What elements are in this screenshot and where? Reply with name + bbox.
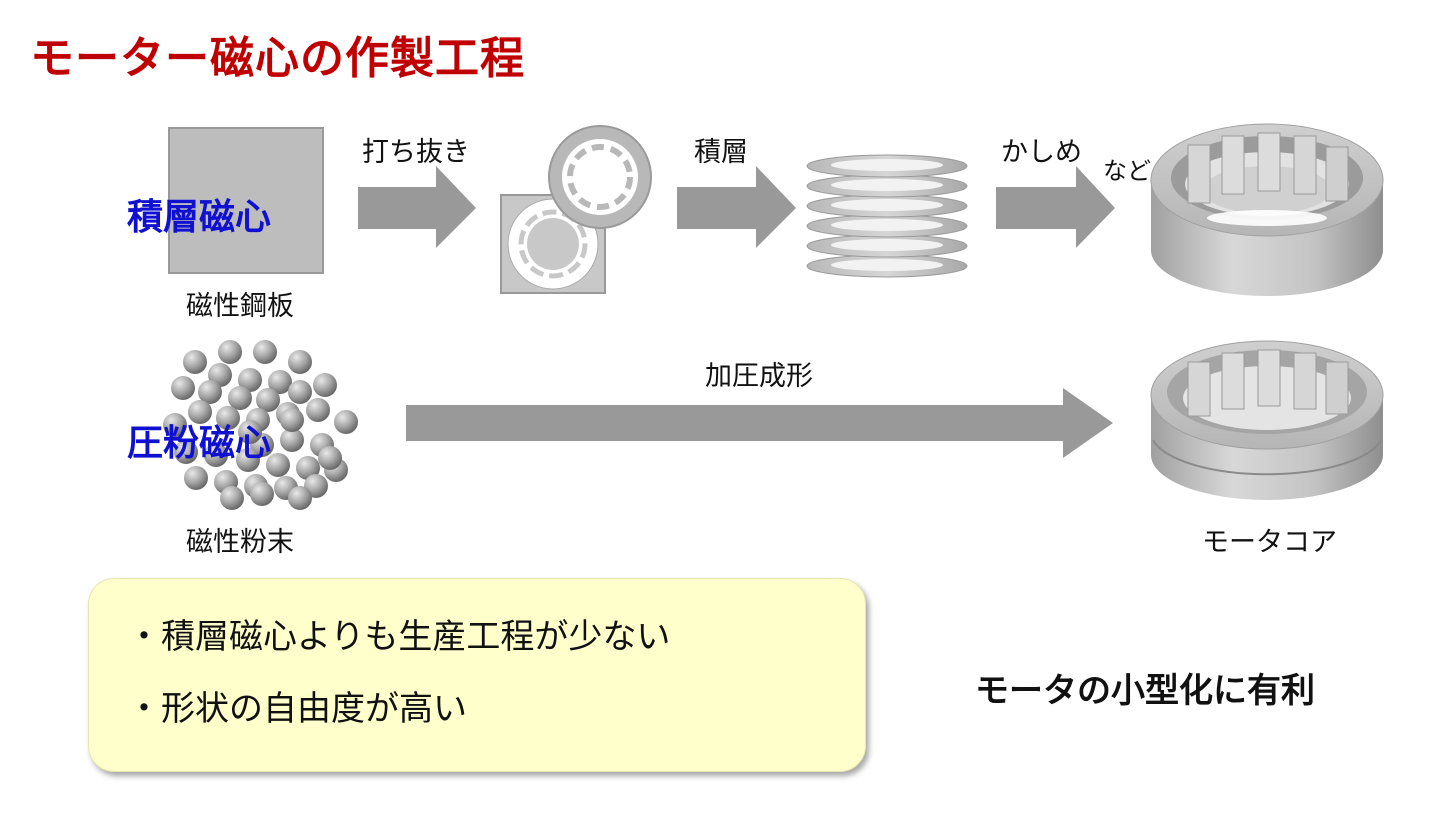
advantage-item: ・積層磁心よりも生産工程が少ない (127, 617, 671, 657)
powder-particle (318, 446, 342, 470)
powder-particle (313, 373, 337, 397)
advantage-item: ・形状の自由度が高い (127, 689, 467, 729)
punched-ring (548, 125, 652, 229)
powder-particle (204, 443, 228, 467)
powder-particle (296, 456, 320, 480)
powder-particle (253, 340, 277, 364)
arrow-punching (358, 166, 476, 248)
advantages-callout: ・積層磁心よりも生産工程が少ない ・形状の自由度が高い (88, 578, 866, 772)
powder-particle (268, 370, 292, 394)
page-title: モーター磁心の作製工程 (30, 33, 525, 84)
step-pressing-label: 加圧成形 (705, 361, 813, 392)
powder-particle (171, 376, 195, 400)
powder-core-label: 圧粉磁心 (127, 423, 272, 464)
step-stacking-label: 積層 (694, 137, 748, 168)
powder-particle (280, 408, 304, 432)
magnetic-powder-label: 磁性粉末 (186, 527, 294, 558)
magnetic-powder (163, 340, 358, 510)
powder-particle (183, 350, 207, 374)
powder-particle (174, 440, 198, 464)
powder-particle (288, 486, 312, 510)
powder-particle (238, 368, 262, 392)
step-punching-label: 打ち抜き (362, 137, 470, 168)
motor-core-laminated (1150, 123, 1384, 296)
powder-particle (334, 410, 358, 434)
conclusion-text: モータの小型化に有利 (975, 671, 1315, 711)
powder-particle (216, 406, 240, 430)
arrow-caulking (996, 166, 1115, 248)
powder-particle (228, 386, 252, 410)
powder-particle (220, 486, 244, 510)
steel-sheet-label: 磁性鋼板 (186, 291, 294, 322)
powder-particle (280, 428, 304, 452)
step-caulking-label: かしめ (1001, 137, 1082, 168)
powder-particle (218, 340, 242, 364)
powder-particle (238, 420, 262, 444)
powder-particle (288, 350, 312, 374)
arrow-pressing (406, 388, 1113, 458)
steel-sheet (168, 127, 324, 274)
powder-particle (288, 380, 312, 404)
powder-particle (306, 398, 330, 422)
powder-particle (188, 400, 212, 424)
motor-core-label: モータコア (1202, 527, 1337, 558)
stacked-laminations (806, 154, 968, 278)
powder-particle (236, 448, 260, 472)
motor-core-powder (1150, 340, 1384, 500)
powder-particle (250, 482, 274, 506)
arrow-stacking (677, 166, 796, 248)
powder-particle (266, 453, 290, 477)
laminated-core-label: 積層磁心 (127, 197, 272, 238)
powder-particle (198, 380, 222, 404)
powder-particle (184, 466, 208, 490)
powder-particle (256, 388, 280, 412)
step-caulking-suffix: など (1103, 157, 1151, 185)
powder-particle (163, 413, 187, 437)
